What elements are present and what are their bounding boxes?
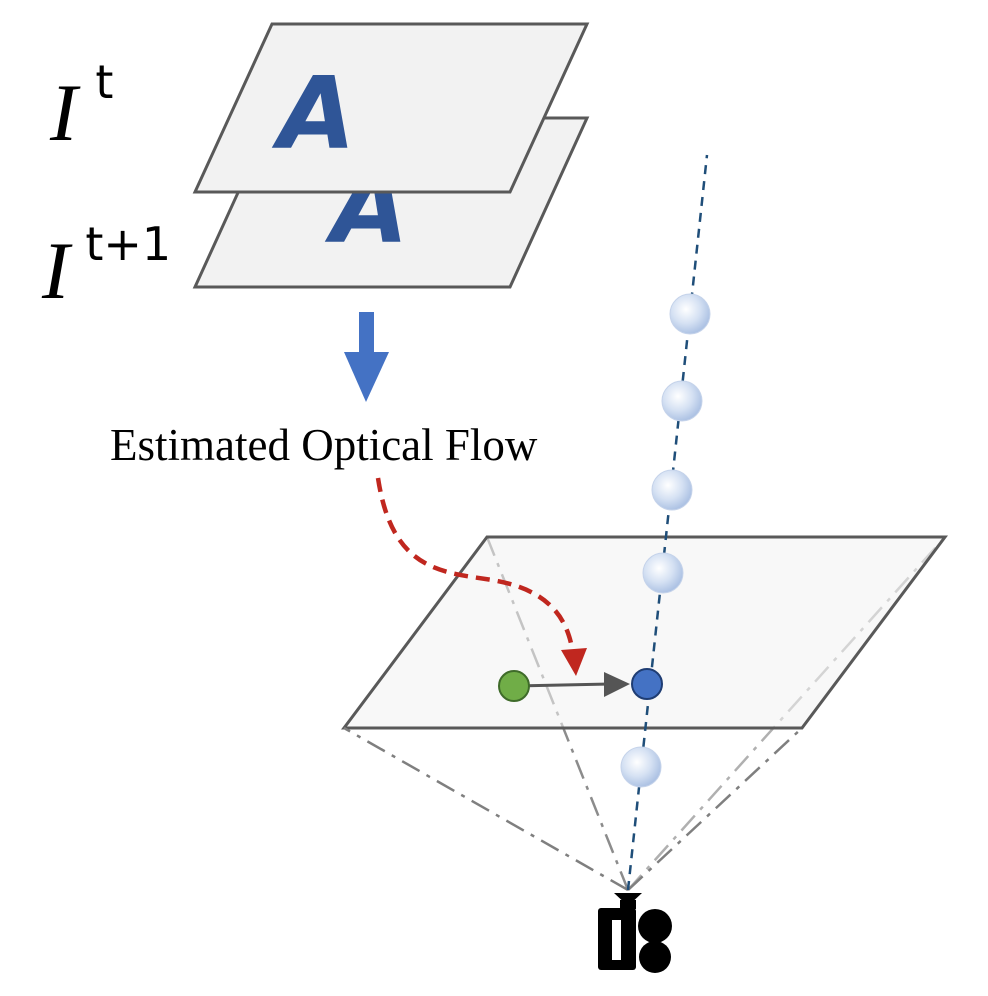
flow-vector-arrowhead [604, 672, 630, 697]
target-point [631, 668, 663, 700]
ray-sample-point [669, 293, 711, 335]
image-plane [341, 535, 948, 730]
frame-t-label-sup: t [95, 55, 113, 109]
flow-caption: Estimated Optical Flow [110, 420, 538, 470]
flow-curve-arrowhead [561, 648, 587, 676]
frame-t [192, 22, 590, 194]
ray-sample-point [651, 469, 693, 511]
ray-sample-point [642, 552, 684, 594]
frustum-edge-front-left [343, 726, 629, 892]
frame-t-plus-1-label-sup: t+1 [85, 217, 171, 271]
flow-vector [514, 682, 611, 688]
ray-sample-point [620, 746, 662, 788]
camera-ray [626, 154, 709, 891]
camera-frustum-front [343, 726, 803, 892]
arrow-down-icon [344, 312, 389, 402]
frame-t-letter: A [271, 55, 355, 172]
ray-samples [620, 293, 711, 788]
frame-t-plus-1-label-base: I [41, 225, 73, 316]
flow-curve [375, 477, 575, 649]
frame-stack: A A [192, 22, 590, 289]
source-point [498, 670, 530, 702]
frame-t-label-base: I [49, 67, 81, 158]
ray-sample-point [661, 380, 703, 422]
camera-icon [598, 893, 672, 973]
